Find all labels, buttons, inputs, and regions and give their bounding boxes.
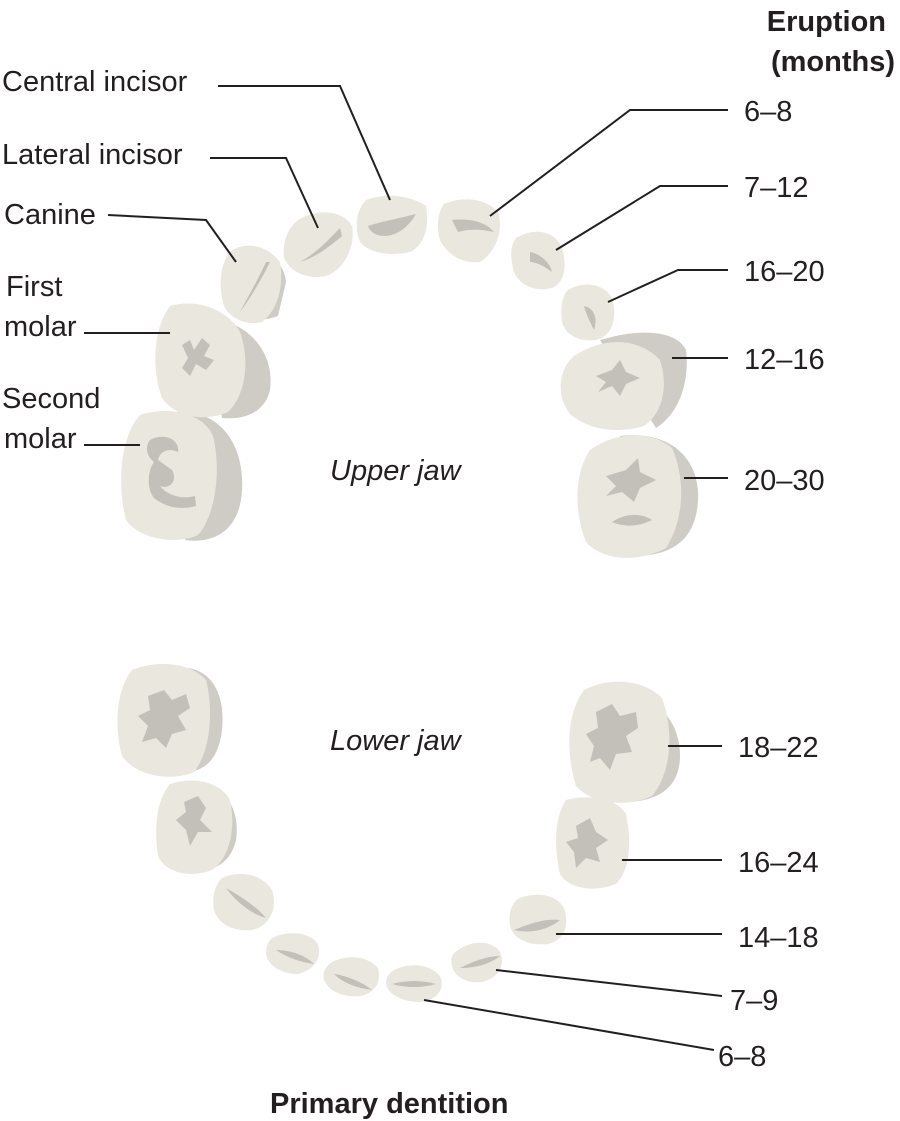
label-central-incisor: Central incisor — [2, 66, 188, 98]
upper-jaw-title: Upper jaw — [330, 455, 463, 487]
leader-central-incisor — [218, 85, 391, 201]
lower-left-central-incisor — [323, 957, 380, 997]
leader-upper-right-central — [489, 109, 728, 217]
upper-eruption-canine: 16–20 — [744, 256, 825, 288]
lower-eruption-canine: 14–18 — [738, 922, 819, 954]
lower-eruption-lateral-incisor: 7–9 — [730, 985, 778, 1017]
lower-left-second-molar — [117, 664, 223, 777]
labels: Eruption (months) Central incisor Latera… — [2, 6, 895, 1120]
upper-right-first-molar — [560, 332, 687, 430]
upper-right-lateral-incisor — [511, 231, 565, 290]
upper-eruption-central-incisor: 6–8 — [744, 96, 792, 128]
label-first-molar-line1: First — [6, 271, 62, 303]
lower-right-first-molar — [556, 797, 630, 889]
footer-title: Primary dentition — [270, 1088, 509, 1120]
lower-right-second-molar — [569, 681, 680, 803]
upper-left-lateral-incisor — [283, 212, 353, 278]
upper-eruption-lateral-incisor: 7–12 — [744, 172, 809, 204]
upper-jaw-teeth — [121, 195, 699, 558]
leader-lines — [84, 85, 728, 1051]
leader-upper-right-lateral — [555, 185, 728, 251]
lower-eruption-first-molar: 16–24 — [738, 847, 819, 879]
label-canine: Canine — [4, 199, 96, 231]
lower-jaw-title: Lower jaw — [330, 725, 463, 757]
label-lateral-incisor: Lateral incisor — [2, 139, 183, 171]
upper-right-second-molar — [577, 435, 699, 558]
leader-lower-right-central — [423, 999, 715, 1051]
lower-eruption-second-molar: 18–22 — [738, 732, 819, 764]
label-second-molar-line1: Second — [2, 383, 100, 415]
lower-jaw-teeth — [117, 664, 680, 1002]
lower-eruption-central-incisor: 6–8 — [718, 1041, 766, 1073]
upper-left-first-molar — [155, 303, 271, 419]
upper-eruption-second-molar: 20–30 — [744, 465, 825, 497]
upper-eruption-first-molar: 12–16 — [744, 344, 825, 376]
lower-left-first-molar — [156, 780, 237, 874]
leader-lateral-incisor — [210, 157, 319, 229]
lower-right-central-incisor — [386, 965, 442, 1002]
upper-right-canine — [561, 284, 615, 341]
eruption-header-line2: (months) — [771, 46, 895, 78]
upper-left-central-incisor — [356, 195, 428, 254]
label-second-molar-line2: molar — [4, 423, 77, 455]
eruption-header-line1: Eruption — [767, 6, 886, 38]
upper-left-second-molar — [121, 411, 243, 541]
leader-lower-right-lateral — [495, 969, 723, 997]
lower-right-lateral-incisor — [451, 942, 502, 983]
upper-right-central-incisor — [437, 199, 500, 263]
leader-upper-right-canine — [607, 269, 728, 303]
lower-right-canine — [509, 894, 567, 945]
label-first-molar-line2: molar — [4, 311, 77, 343]
lower-left-lateral-incisor — [266, 933, 320, 974]
leader-canine — [107, 214, 237, 263]
lower-left-canine — [213, 874, 274, 931]
upper-left-canine — [220, 245, 286, 324]
